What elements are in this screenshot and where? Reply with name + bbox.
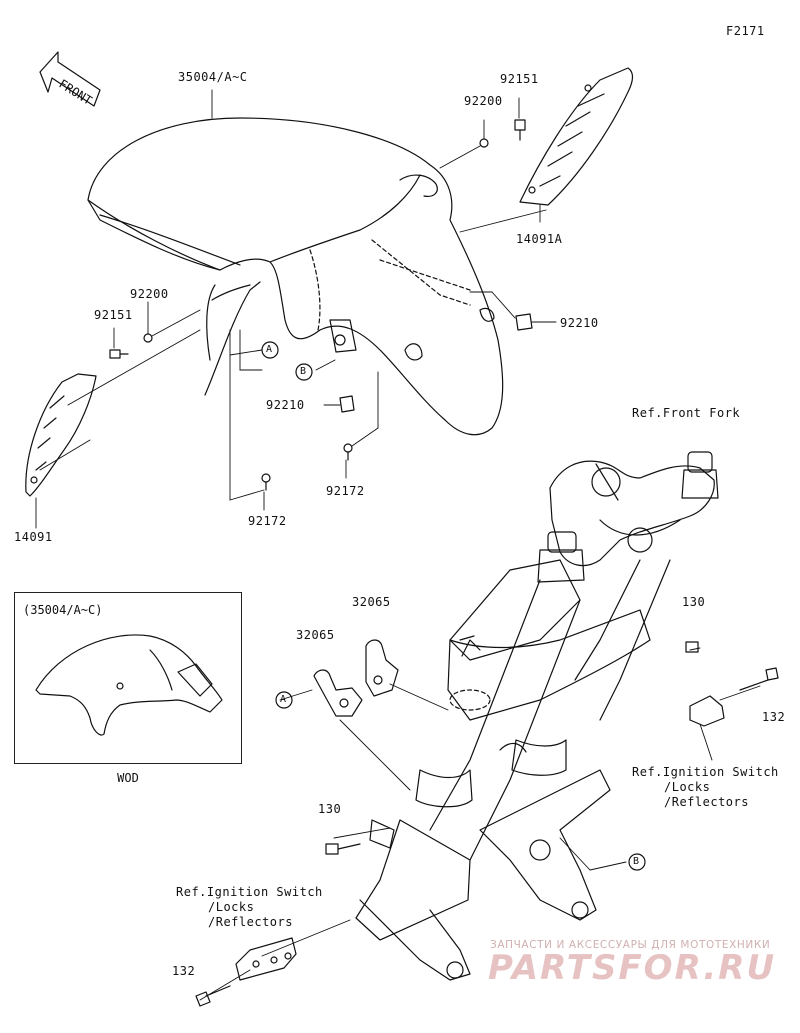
label-92200-left[interactable]: 92200 <box>130 287 169 301</box>
label-ref-ignition-left[interactable]: Ref.Ignition Switch <box>176 885 323 899</box>
front-fender-drawing <box>87 117 504 436</box>
watermark-brand: PARTSFOR.RU <box>488 948 777 988</box>
label-ref-locks-right[interactable]: /Locks <box>664 780 711 794</box>
ref-circle-a-label[interactable]: A <box>266 344 273 355</box>
fasteners-drawing <box>109 119 533 491</box>
inset-fender-drawing <box>35 634 223 736</box>
front-arrow-label: FRONT <box>56 77 94 108</box>
label-35004[interactable]: 35004/A~C <box>178 70 248 84</box>
front-fork-drawing <box>355 451 719 981</box>
ref-circle-b2-label[interactable]: B <box>633 856 640 867</box>
label-ref-reflectors-right[interactable]: /Reflectors <box>664 795 749 809</box>
label-130-lower[interactable]: 130 <box>318 802 342 816</box>
reference-circles <box>261 341 646 871</box>
label-92210-center[interactable]: 92210 <box>266 398 305 412</box>
label-92151-top[interactable]: 92151 <box>500 72 539 86</box>
ref-circle-a2-label[interactable]: A <box>280 694 287 705</box>
label-32065-upper[interactable]: 32065 <box>352 595 391 609</box>
label-ref-front-fork[interactable]: Ref.Front Fork <box>632 406 741 420</box>
bolts-drawing <box>195 641 779 1007</box>
inset-variant-label: WOD <box>117 771 139 785</box>
side-cover-right-drawing <box>519 67 634 206</box>
ignition-bracket-drawing <box>235 695 725 981</box>
label-130-upper[interactable]: 130 <box>682 595 706 609</box>
label-14091a[interactable]: 14091A <box>516 232 563 246</box>
leader-lines <box>35 89 761 1001</box>
label-ref-reflectors-left[interactable]: /Reflectors <box>208 915 293 929</box>
figure-code: F2171 <box>726 24 765 38</box>
label-ref-ignition-right[interactable]: Ref.Ignition Switch <box>632 765 779 779</box>
front-arrow-icon: FRONT <box>39 51 101 108</box>
side-cover-left-drawing <box>25 373 97 497</box>
label-92210-right[interactable]: 92210 <box>560 316 599 330</box>
label-132-right[interactable]: 132 <box>762 710 786 724</box>
ref-circle-b-label[interactable]: B <box>300 366 307 377</box>
label-92172-left[interactable]: 92172 <box>248 514 287 528</box>
inset-title: (35004/A~C) <box>23 603 103 617</box>
bracket-32065-drawing <box>313 639 399 717</box>
inset-variant-box: (35004/A~C) WOD <box>14 592 242 785</box>
label-132-left[interactable]: 132 <box>172 964 196 978</box>
label-14091[interactable]: 14091 <box>14 530 53 544</box>
label-ref-locks-left[interactable]: /Locks <box>208 900 255 914</box>
label-32065-lower[interactable]: 32065 <box>296 628 335 642</box>
label-92172-center[interactable]: 92172 <box>326 484 365 498</box>
watermark-tagline: ЗАПЧАСТИ И АКСЕССУАРЫ ДЛЯ МОТОТЕХНИКИ <box>490 939 771 951</box>
label-92200-top[interactable]: 92200 <box>464 94 503 108</box>
label-92151-left[interactable]: 92151 <box>94 308 133 322</box>
